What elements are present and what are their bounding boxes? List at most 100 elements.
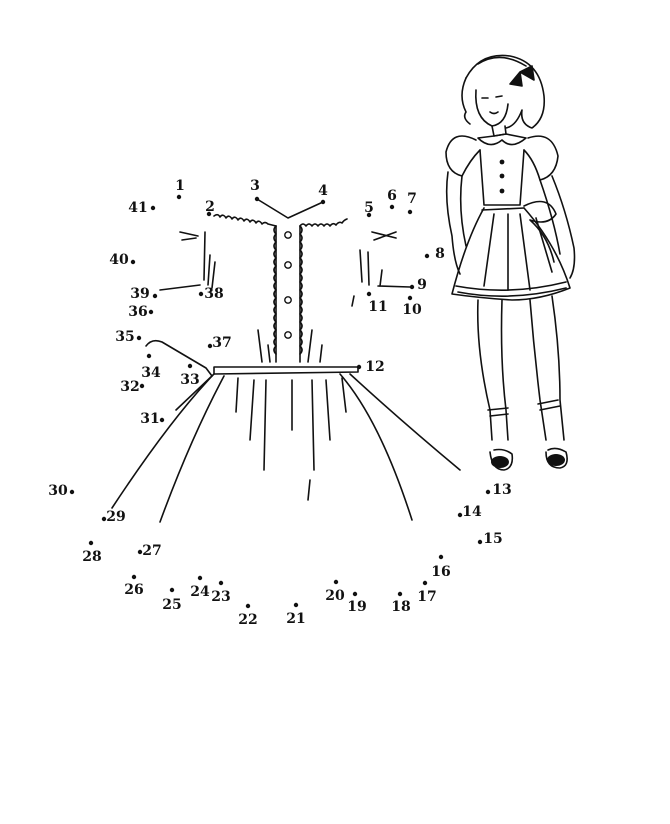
dot-number-label: 23	[211, 589, 230, 605]
girl-sleeve-right	[523, 135, 559, 181]
dot-marker	[148, 309, 154, 315]
dot-marker	[169, 587, 175, 593]
dot-marker	[366, 212, 372, 218]
numbered-dot: 9	[409, 277, 427, 293]
dress-sleeve-cuff-right	[377, 285, 411, 288]
dot-number-label: 11	[368, 299, 387, 315]
numbered-dot: 22	[238, 603, 258, 628]
dot-number-label: 1	[175, 178, 185, 194]
girl-hair	[465, 54, 546, 129]
dot-number-label: 3	[250, 178, 260, 194]
dress-sleeve-tick-right	[351, 295, 355, 307]
numbered-dot: 30	[48, 483, 75, 499]
dot-marker	[69, 489, 75, 495]
dot-marker	[485, 489, 491, 495]
numbered-dot: 2	[205, 199, 215, 217]
dot-number-label: 8	[435, 246, 445, 262]
dot-number-label: 4	[318, 183, 328, 199]
numbered-dot: 36	[128, 304, 154, 320]
dress-collar-right	[299, 218, 348, 227]
dot-number-label: 13	[492, 482, 511, 498]
dress-placket-frill-right	[299, 225, 303, 355]
dress-neckline	[256, 198, 324, 219]
girl-bodice	[479, 149, 525, 211]
dress-sleeve-left	[179, 231, 216, 289]
dress-button	[284, 296, 292, 304]
girl-skirt	[451, 207, 571, 301]
dot-marker	[131, 574, 137, 580]
girl-hair-curl	[461, 77, 471, 125]
dot-number-label: 26	[124, 582, 143, 598]
numbered-dot: 21	[286, 602, 306, 627]
dot-marker	[136, 335, 142, 341]
girl-illustration	[445, 54, 576, 471]
numbered-dot: 37	[207, 335, 232, 351]
dot-marker	[187, 363, 193, 369]
dot-number-label: 35	[115, 329, 134, 345]
dot-marker	[245, 603, 251, 609]
dot-number-label: 22	[238, 612, 257, 628]
dot-number-label: 20	[325, 588, 345, 604]
dot-marker	[409, 284, 415, 290]
girl-socks	[487, 399, 561, 417]
dress-outline	[111, 198, 461, 523]
numbered-dot: 25	[162, 587, 182, 613]
dot-marker	[101, 516, 107, 522]
dot-marker	[457, 512, 463, 518]
dot-number-label: 39	[130, 286, 149, 302]
dot-number-label: 19	[347, 599, 366, 615]
numbered-dot: 40	[109, 252, 136, 268]
girl-dress-buttons	[499, 159, 505, 194]
dot-marker	[254, 196, 260, 202]
numbered-dot: 38	[198, 286, 224, 302]
dot-marker	[389, 204, 395, 210]
dot-marker	[477, 539, 483, 545]
dress-waistband	[213, 366, 359, 375]
numbered-dot: 15	[477, 531, 503, 547]
dot-marker	[424, 253, 430, 259]
girl-arm-left	[445, 171, 467, 275]
girl-collar	[477, 133, 527, 146]
girl-sash	[523, 200, 557, 263]
girl-face-features	[481, 95, 503, 115]
dot-number-label: 18	[391, 599, 410, 615]
girl-leg-right	[529, 295, 565, 441]
numbered-dot: 8	[424, 246, 445, 262]
dot-number-label: 14	[462, 504, 482, 520]
dot-number-label: 24	[190, 584, 210, 600]
dot-number-label: 28	[82, 549, 101, 565]
dot-number-label: 17	[417, 589, 436, 605]
dot-marker	[150, 205, 156, 211]
dot-number-label: 41	[128, 200, 147, 216]
dot-number-label: 38	[204, 286, 223, 302]
numbered-dot: 16	[431, 554, 451, 580]
numbered-dot: 12	[356, 359, 385, 375]
dot-marker	[130, 259, 136, 265]
dot-marker	[218, 580, 224, 586]
dot-number-label: 40	[109, 252, 129, 268]
dot-number-label: 30	[48, 483, 68, 499]
dot-marker	[146, 353, 152, 359]
dot-number-label: 37	[212, 335, 231, 351]
dress-sleeve-cuff-left	[159, 284, 201, 291]
numbered-dot: 20	[325, 579, 345, 604]
numbered-dot: 35	[115, 329, 142, 345]
dress-bodice-gathers	[257, 329, 323, 363]
numbered-dot: 24	[190, 575, 210, 600]
dot-number-label: 7	[407, 191, 417, 207]
numbered-dot: 34	[141, 353, 161, 381]
dot-number-label: 5	[364, 200, 374, 216]
numbered-dot: 4	[318, 183, 328, 205]
dot-marker	[293, 602, 299, 608]
dot-number-label: 29	[106, 509, 125, 525]
dot-marker	[207, 343, 213, 349]
numbered-dot: 6	[387, 188, 397, 210]
numbered-dot: 7	[407, 191, 417, 215]
girl-dress-button	[499, 188, 505, 194]
girl-sleeve-left	[445, 135, 481, 177]
dress-button	[284, 331, 292, 339]
girl-shoe-left-fill	[491, 456, 509, 468]
girl-arm-right	[539, 175, 576, 279]
